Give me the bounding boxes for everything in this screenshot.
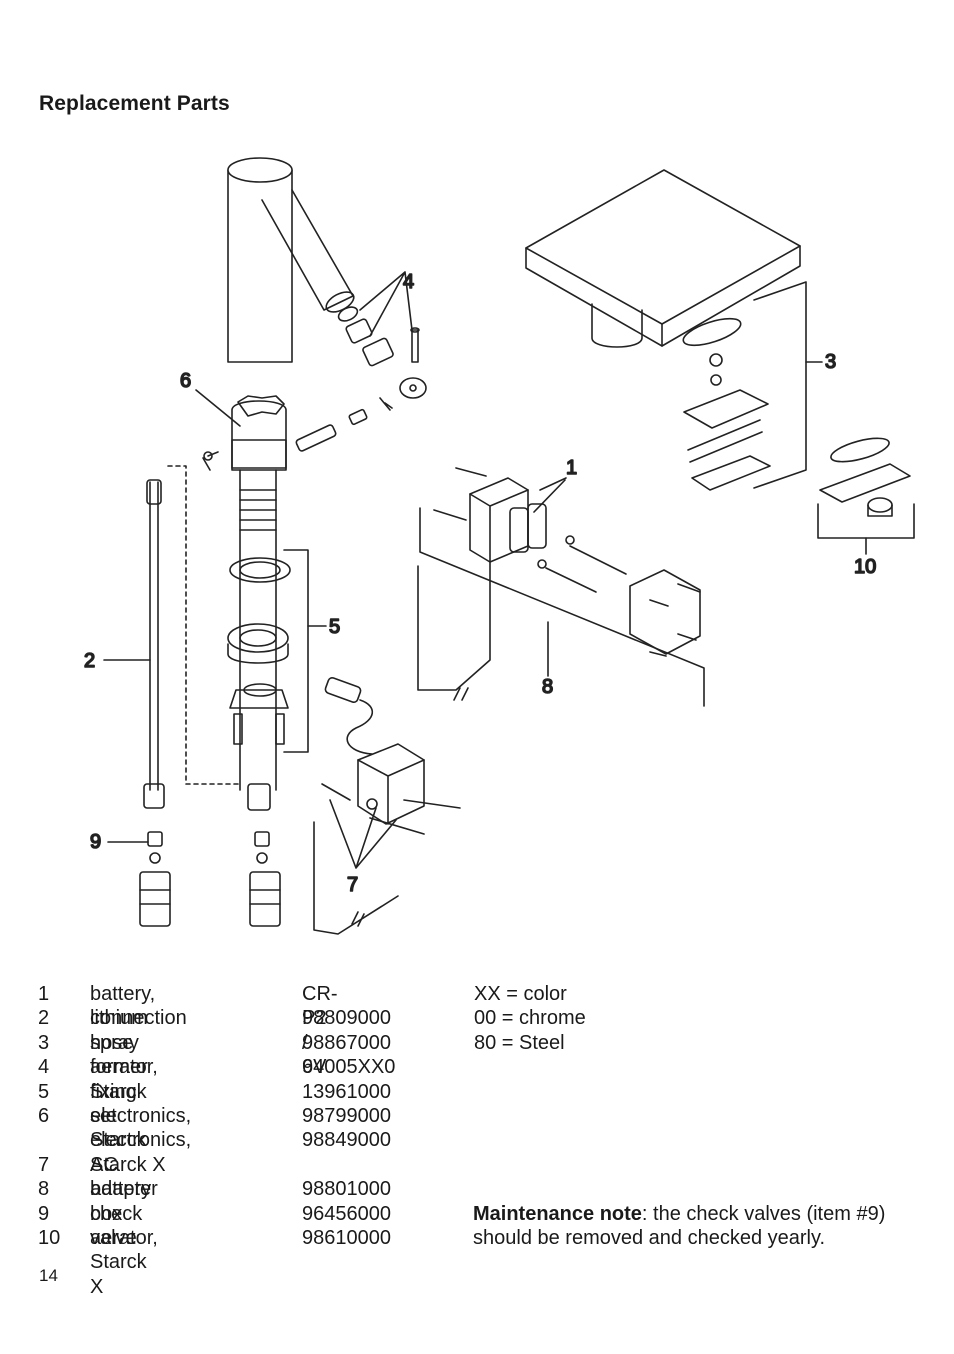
callout-4: 4: [403, 271, 414, 293]
callout-10: 10: [854, 556, 876, 578]
maintenance-note: Maintenance note: the check valves (item…: [473, 1202, 923, 1251]
maintenance-note-label: Maintenance note: [473, 1203, 642, 1225]
aerator-starck-x-illustration: [817, 437, 915, 555]
electronics-unit-illustration: [202, 395, 337, 791]
aerator-parts-illustration: [337, 271, 427, 426]
callout-8: 8: [542, 676, 553, 698]
fixing-set-illustration: [227, 549, 327, 753]
color-code-legend: XX = color 00 = chrome 80 = Steel: [474, 982, 586, 1055]
page-title: Replacement Parts: [39, 92, 230, 115]
legend-item: 00 = chrome: [474, 1007, 586, 1030]
callout-5: 5: [329, 616, 340, 638]
legend-item: XX = color: [474, 983, 567, 1005]
legend-item: 80 = Steel: [474, 1031, 565, 1054]
callout-1: 1: [566, 457, 577, 479]
callout-6: 6: [180, 370, 191, 392]
check-valve-illustration: [107, 831, 281, 927]
ac-adapter-illustration: [313, 676, 461, 935]
callout-7: 7: [347, 874, 358, 896]
callout-3: 3: [825, 351, 836, 373]
exploded-parts-diagram: 1 2 3 4 5 6 7 8 9 10: [83, 157, 915, 935]
page-number: 14: [39, 1266, 58, 1285]
faucet-body-illustration: [227, 157, 355, 363]
battery-box-illustration: [417, 467, 705, 707]
spray-former-illustration: [525, 169, 823, 491]
callout-2: 2: [84, 650, 95, 672]
maintenance-note-text: : the check valves (item #9) should be r…: [473, 1203, 886, 1250]
callout-9: 9: [90, 831, 101, 853]
connection-hose-illustration: [103, 465, 271, 811]
